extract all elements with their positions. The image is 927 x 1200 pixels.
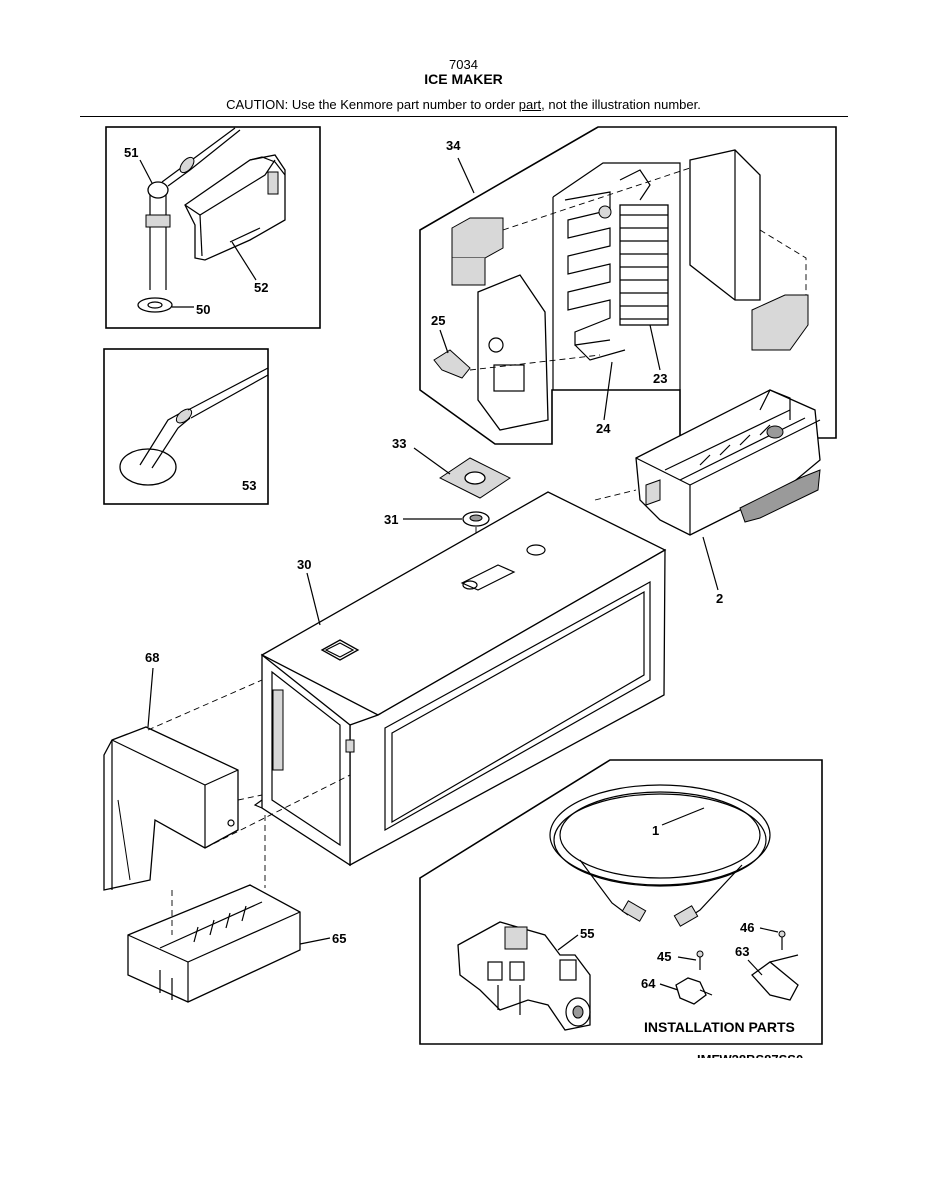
- installation-parts-label: INSTALLATION PARTS: [644, 1019, 795, 1035]
- installation-parts-box: [419, 759, 823, 1045]
- callout-2: 2: [702, 536, 723, 606]
- callout-46: 46: [740, 920, 779, 935]
- caution-note: CAUTION: Use the Kenmore part number to …: [0, 97, 927, 112]
- callout-46-label: 46: [740, 920, 754, 935]
- page-number: 7034: [449, 57, 478, 72]
- callout-53: 53: [242, 478, 256, 493]
- page-title: ICE MAKER: [424, 71, 503, 87]
- ice-maker-housing: [253, 491, 667, 867]
- callout-2-label: 2: [716, 591, 723, 606]
- ice-maker-module: [635, 389, 821, 536]
- callout-23: 23: [649, 324, 667, 386]
- callout-63: 63: [735, 944, 763, 976]
- fill-tube-box: [103, 348, 269, 505]
- gasket-part-33: [439, 457, 511, 499]
- callout-64-label: 64: [641, 976, 656, 991]
- callout-34-label: 34: [446, 138, 461, 153]
- callout-53-label: 53: [242, 478, 256, 493]
- callout-1: 1: [652, 807, 705, 838]
- callout-52-label: 52: [254, 280, 268, 295]
- callout-68: 68: [145, 650, 159, 728]
- callout-52: 52: [231, 241, 268, 295]
- callout-24: 24: [596, 361, 613, 436]
- header-rule: [80, 116, 848, 117]
- callout-65: 65: [299, 931, 346, 946]
- callout-51-label: 51: [124, 145, 138, 160]
- callout-30: 30: [297, 557, 321, 626]
- callout-25-label: 25: [431, 313, 445, 328]
- callout-50-label: 50: [196, 302, 210, 317]
- callout-68-label: 68: [145, 650, 159, 665]
- caution-text-after: , not the illustration number.: [541, 97, 701, 112]
- callout-30-label: 30: [297, 557, 311, 572]
- callout-1-label: 1: [652, 823, 659, 838]
- callout-55-label: 55: [580, 926, 594, 941]
- caution-text-before: CAUTION: Use the Kenmore part number to …: [226, 97, 519, 112]
- callout-50: 50: [172, 302, 210, 317]
- callout-33-label: 33: [392, 436, 406, 451]
- callout-25: 25: [431, 313, 449, 354]
- callout-55: 55: [557, 926, 594, 951]
- grommet-part-31: [462, 511, 490, 527]
- callout-24-label: 24: [596, 421, 611, 436]
- caution-part-link: part: [518, 97, 542, 112]
- callout-23-label: 23: [653, 371, 667, 386]
- callout-45: 45: [657, 949, 697, 964]
- callout-45-label: 45: [657, 949, 671, 964]
- callout-31-label: 31: [384, 512, 398, 527]
- footer-code-clip: IMFW28BS87SS0: [697, 1052, 803, 1067]
- callout-33: 33: [392, 436, 451, 475]
- callout-64: 64: [641, 976, 679, 991]
- callout-65-label: 65: [332, 931, 346, 946]
- tray-part-65: [127, 884, 301, 1003]
- callout-51: 51: [124, 145, 153, 184]
- front-cover-part-68: [103, 726, 239, 891]
- water-tube-kit-box: [105, 126, 321, 329]
- callout-63-label: 63: [735, 944, 749, 959]
- mold-heater-box: [419, 126, 837, 445]
- footer-code: IMFW28BS87SS0: [697, 1052, 803, 1067]
- callout-34: 34: [446, 138, 475, 194]
